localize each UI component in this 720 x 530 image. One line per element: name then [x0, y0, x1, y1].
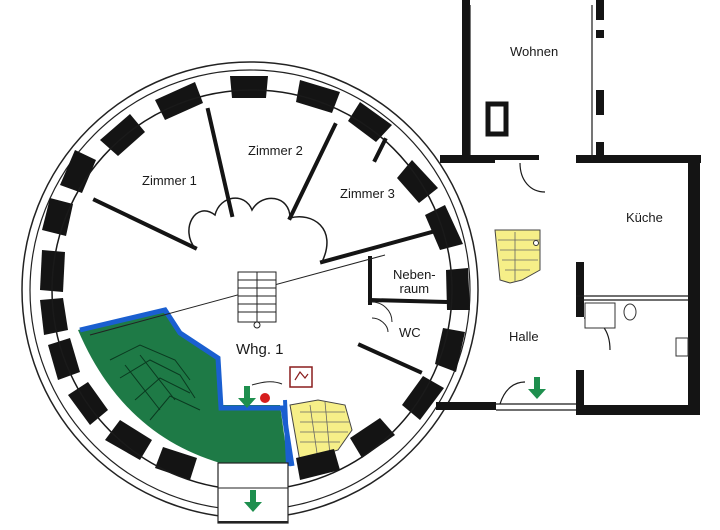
tower-partitions — [92, 107, 448, 375]
room-label-zimmer-1: Zimmer 1 — [142, 173, 197, 188]
yellow-stair-halle — [494, 229, 541, 284]
arrow-down-icon — [244, 490, 262, 512]
room-label-zimmer-3: Zimmer 3 — [340, 186, 395, 201]
yellow-stair-blue-line — [283, 399, 290, 467]
red-dot-marker — [260, 393, 270, 403]
room-label-nebenraum-line2: raum — [399, 281, 430, 296]
room-label-nebenraum-line1: Neben- — [393, 267, 436, 282]
room-label-wohnen: Wohnen — [510, 44, 559, 59]
central-stair — [237, 271, 277, 329]
right-building-walls — [436, 0, 701, 415]
room-label-nebenraum: Neben- raum — [393, 268, 436, 296]
green-zone-blue-outline — [79, 307, 295, 467]
fire-extinguisher-sign-icon — [289, 366, 313, 388]
room-label-kueche: Küche — [626, 210, 663, 225]
room-label-halle: Halle — [509, 329, 539, 344]
arrow-down-icon — [238, 386, 256, 408]
arrow-down-icon — [528, 377, 546, 399]
green-stair-steps — [109, 344, 201, 421]
room-label-wc: WC — [399, 325, 421, 340]
green-stair-zone — [78, 310, 288, 463]
central-hall-outline — [188, 197, 328, 263]
room-label-whg-1: Whg. 1 — [236, 341, 284, 358]
room-label-zimmer-2: Zimmer 2 — [248, 143, 303, 158]
